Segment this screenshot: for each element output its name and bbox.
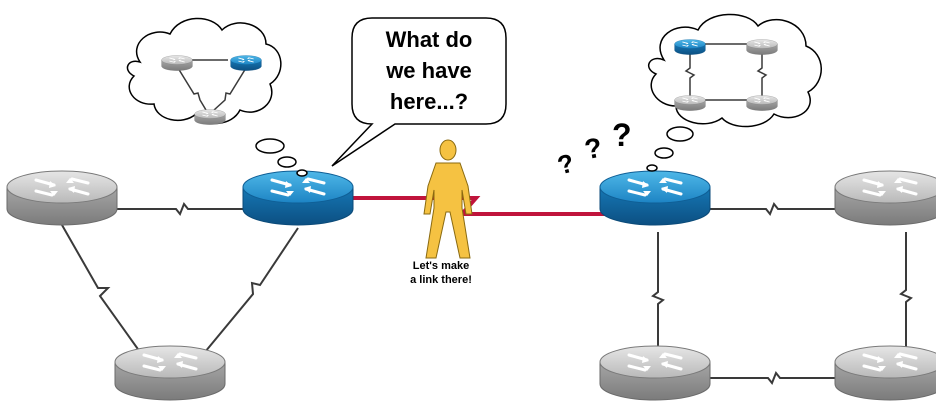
person-caption-line2: a link there! — [410, 274, 472, 286]
question-marks: ? ? ? — [554, 117, 631, 181]
router-icon — [833, 344, 936, 402]
router-icon — [674, 39, 706, 56]
serial-link-icon — [706, 202, 838, 216]
serial-link-icon — [651, 232, 665, 355]
thought-cloud-icon — [646, 13, 822, 172]
mini-topology — [674, 39, 778, 112]
right-network-links — [651, 202, 913, 385]
router-icon — [161, 55, 193, 72]
serial-link-icon — [706, 371, 838, 385]
speech-bubble-line2: we have — [385, 58, 472, 83]
router-icon — [598, 344, 712, 402]
router-icon — [833, 169, 936, 227]
serial-link-icon — [115, 202, 248, 216]
router-icon — [674, 95, 706, 112]
router-icon — [194, 109, 226, 126]
serial-link-icon — [61, 224, 141, 353]
router-icon — [241, 169, 355, 227]
router-icon — [5, 169, 119, 227]
question-mark: ? — [582, 132, 604, 166]
speech-bubble-line1: What do — [386, 27, 473, 52]
router-icon — [598, 169, 712, 227]
serial-link-icon — [899, 232, 913, 355]
mini-topology — [161, 55, 262, 126]
speech-bubble-line3: here...? — [390, 89, 468, 114]
new-link-line — [350, 196, 606, 216]
router-icon — [113, 344, 227, 402]
router-icon — [746, 39, 778, 56]
thought-cloud-icon — [126, 17, 308, 177]
person-icon — [423, 139, 473, 259]
router-icon — [230, 55, 262, 72]
serial-link-icon — [204, 227, 299, 353]
person-caption-line1: Let's make — [413, 260, 469, 272]
left-network-links — [61, 202, 299, 353]
question-mark: ? — [554, 148, 577, 181]
router-icon — [746, 95, 778, 112]
question-mark: ? — [612, 117, 632, 153]
speech-bubble-icon: What do we have here...? — [331, 17, 507, 167]
